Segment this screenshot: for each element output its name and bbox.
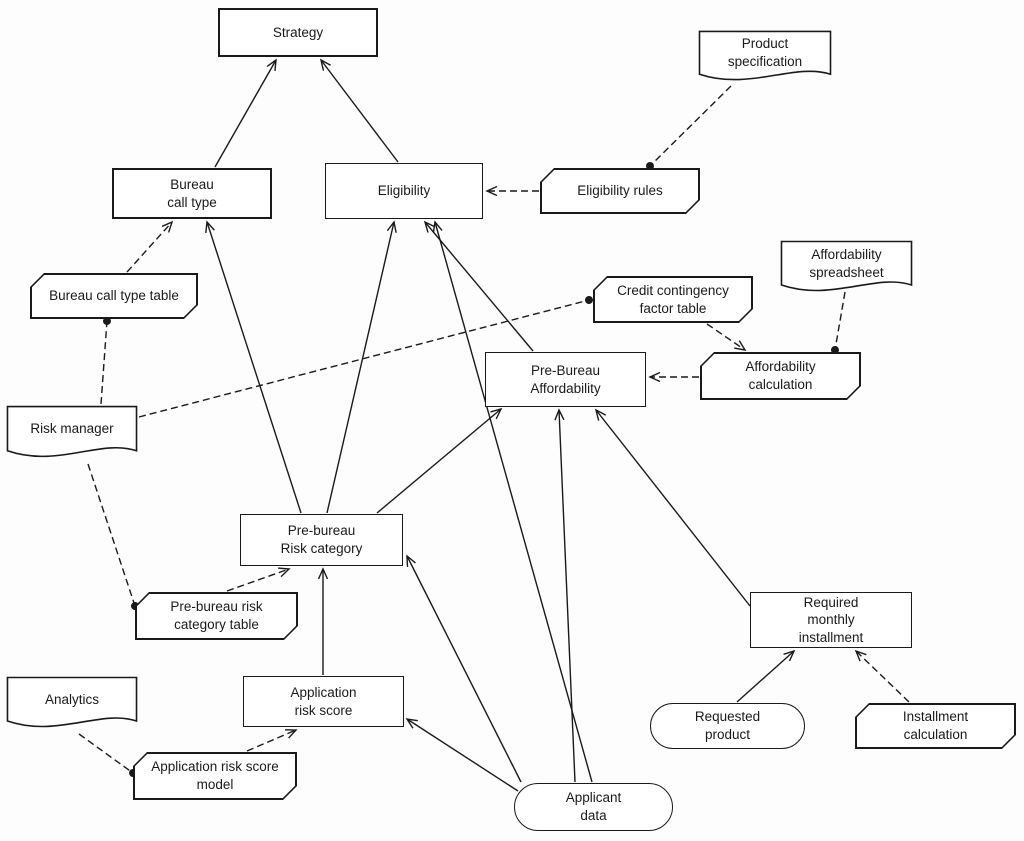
edge-pre-bureau-risk-category-to-eligibility <box>326 222 394 514</box>
node-risk-manager-label: Risk manager <box>30 421 114 437</box>
node-applicant-data[interactable]: Applicant data <box>514 783 673 831</box>
node-bureau-call-type[interactable]: Bureau call type <box>112 168 272 219</box>
node-required-monthly-installment[interactable]: Required monthly installment <box>750 592 912 648</box>
edge-pre-bureau-risk-category-to-bureau-call-type <box>207 222 302 514</box>
knowledge-source-shape <box>780 240 913 297</box>
bkm-shape: Credit contingency factor table <box>595 278 752 322</box>
edge-affordability-spreadsheet-to-affordability-calculation <box>831 291 846 354</box>
node-affordability-calculation[interactable]: Affordability calculation <box>700 352 861 400</box>
node-pre-bureau-risk-category-table[interactable]: Pre-bureau risk category table <box>135 592 298 640</box>
edge-applicant-data-to-pre-bureau-risk-category <box>407 556 522 783</box>
node-required-monthly-installment-label: Required monthly installment <box>798 594 864 645</box>
node-bureau-call-type-table-label: Bureau call type table <box>49 288 179 304</box>
knowledge-source-shape <box>6 405 138 463</box>
bkm-shape: Affordability calculation <box>702 354 860 399</box>
node-bureau-call-type-label: Bureau call type <box>167 176 217 210</box>
node-eligibility-rules-label: Eligibility rules <box>577 183 663 199</box>
node-pre-bureau-risk-category-table-label: Pre-bureau risk category table <box>170 599 263 632</box>
node-analytics[interactable]: Analytics <box>6 676 138 733</box>
bkm-shape: Eligibility rules <box>542 170 699 213</box>
node-eligibility[interactable]: Eligibility <box>325 163 483 219</box>
node-eligibility-label: Eligibility <box>377 183 431 199</box>
node-pre-bureau-risk-category-label: Pre-bureau Risk category <box>280 523 363 556</box>
edge-bureau-call-type-to-strategy <box>214 60 276 168</box>
edge-product-specification-to-eligibility-rules <box>646 85 732 170</box>
edge-pre-bureau-affordability-to-eligibility <box>425 222 534 352</box>
node-pre-bureau-affordability-label: Pre-Bureau Affordability <box>530 362 601 396</box>
bkm-shape: Pre-bureau risk category table <box>137 594 297 639</box>
knowledge-source-shape <box>6 676 138 733</box>
node-affordability-calculation-label: Affordability calculation <box>745 359 816 392</box>
edge-risk-manager-to-credit-contingency-factor-table <box>138 296 593 418</box>
node-application-risk-score-model-label: Application risk score model <box>151 759 279 792</box>
node-risk-manager[interactable]: Risk manager <box>6 405 138 463</box>
node-pre-bureau-affordability[interactable]: Pre-Bureau Affordability <box>485 352 646 407</box>
node-installment-calculation-label: Installment calculation <box>902 709 969 742</box>
node-strategy-label: Strategy <box>272 24 324 40</box>
node-product-specification-label: Product specification <box>727 36 803 69</box>
edge-risk-manager-to-bureau-call-type-table <box>100 317 111 405</box>
node-installment-calculation[interactable]: Installment calculation <box>855 703 1016 749</box>
node-pre-bureau-risk-category[interactable]: Pre-bureau Risk category <box>240 514 403 566</box>
node-affordability-spreadsheet[interactable]: Affordability spreadsheet <box>780 240 913 297</box>
node-application-risk-score[interactable]: Application risk score <box>243 676 404 727</box>
edge-pre-bureau-risk-category-table-to-pre-bureau-risk-category <box>226 569 289 592</box>
bkm-shape: Application risk score model <box>135 754 296 799</box>
node-affordability-spreadsheet-label: Affordability spreadsheet <box>809 246 884 280</box>
node-application-risk-score-model[interactable]: Application risk score model <box>133 752 297 800</box>
node-application-risk-score-label: Application risk score <box>290 684 357 718</box>
edge-pre-bureau-risk-category-to-pre-bureau-affordability <box>376 409 501 514</box>
node-credit-contingency-factor-table-label: Credit contingency factor table <box>617 282 729 316</box>
knowledge-source-shape <box>698 30 832 86</box>
node-strategy[interactable]: Strategy <box>218 8 378 57</box>
node-bureau-call-type-table[interactable]: Bureau call type table <box>30 273 198 319</box>
edge-installment-calculation-to-required-monthly-installment <box>856 651 910 703</box>
bkm-shape: Installment calculation <box>857 705 1015 748</box>
edge-applicant-data-to-pre-bureau-affordability <box>559 410 576 783</box>
edge-applicant-data-to-eligibility <box>435 222 593 783</box>
edge-requested-product-to-required-monthly-installment <box>736 651 794 703</box>
bkm-shape: Bureau call type table <box>32 275 197 318</box>
edge-credit-contingency-factor-table-to-affordability-calculation <box>706 323 745 350</box>
node-requested-product[interactable]: Requested product <box>650 703 805 749</box>
node-applicant-data-label: Applicant data <box>565 790 622 823</box>
edge-required-monthly-installment-to-pre-bureau-affordability <box>596 410 751 607</box>
node-analytics-label: Analytics <box>44 691 100 707</box>
node-product-specification[interactable]: Product specification <box>698 30 832 86</box>
edge-application-risk-score-model-to-application-risk-score <box>246 730 296 752</box>
edge-bureau-call-type-table-to-bureau-call-type <box>126 222 172 273</box>
node-eligibility-rules[interactable]: Eligibility rules <box>540 168 700 214</box>
edge-applicant-data-to-application-risk-score <box>407 719 519 792</box>
edge-analytics-to-application-risk-score-model <box>78 733 137 777</box>
edge-risk-manager-to-pre-bureau-risk-category-table <box>87 463 139 610</box>
node-credit-contingency-factor-table[interactable]: Credit contingency factor table <box>593 276 753 323</box>
edge-eligibility-to-strategy <box>321 60 399 163</box>
node-requested-product-label: Requested product <box>694 709 761 742</box>
